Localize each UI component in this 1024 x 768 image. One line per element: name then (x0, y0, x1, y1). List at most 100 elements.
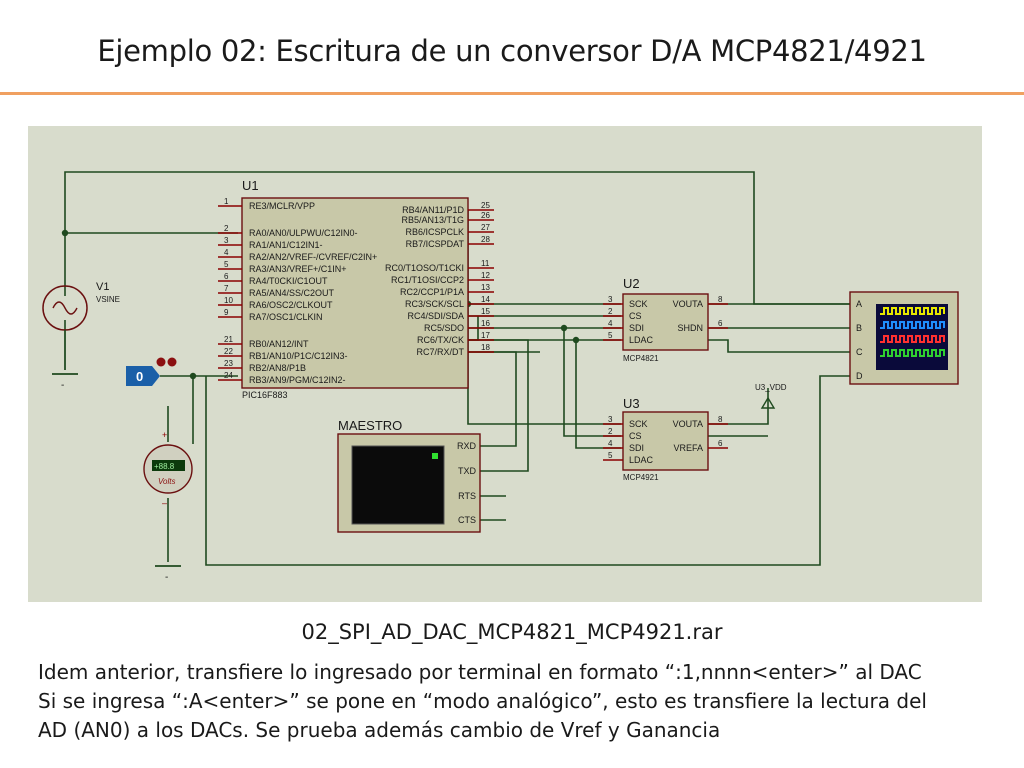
mcu-pin-name: RE3/MCLR/VPP (249, 201, 315, 211)
terminal-pin-name: RXD (457, 441, 477, 451)
mcu-pin-number: 1 (224, 197, 229, 206)
mcu-pin-name: RB3/AN9/PGM/C12IN2- (249, 375, 346, 385)
dac-pin-name: CS (629, 311, 642, 321)
dac-pin-number: 4 (608, 319, 613, 328)
dac-pin-number: 3 (608, 295, 613, 304)
mcu-pin-number: 9 (224, 308, 229, 317)
mcu-pin-number: 18 (481, 343, 490, 352)
dac-pin-number: 6 (718, 319, 723, 328)
svg-text:+88.8: +88.8 (154, 462, 175, 471)
mcu-pin-name: RB0/AN12/INT (249, 339, 309, 349)
mcu-pin-number: 13 (481, 283, 490, 292)
svg-text:U2: U2 (623, 276, 640, 291)
scope-channel-label: D (856, 371, 863, 381)
mcu-pin-number: 11 (481, 259, 490, 268)
scope-trace (880, 321, 945, 329)
svg-text:MCP4821: MCP4821 (623, 354, 659, 363)
dac-pin-name: SCK (629, 299, 648, 309)
dac-pin-name: CS (629, 431, 642, 441)
svg-text:U3: U3 (623, 396, 640, 411)
description-line: Si se ingresa “:A<enter>” se pone en “mo… (38, 689, 927, 713)
sine-source-v1: V1 VSINE - (42, 281, 120, 391)
svg-text:VSINE: VSINE (96, 295, 120, 304)
svg-text:Volts: Volts (158, 477, 176, 486)
mcu-pin-name: RA2/AN2/VREF-/CVREF/C2IN+ (249, 252, 377, 262)
mcu-pin-number: 12 (481, 271, 490, 280)
logic-state-probe[interactable]: 0 (126, 357, 177, 387)
mcu-pin-name: RB7/ICSPDAT (406, 239, 465, 249)
mcu-pin-number: 27 (481, 223, 490, 232)
scope-trace (880, 349, 945, 357)
mcu-pin-number: 23 (224, 359, 233, 368)
mcu-pin-number: 7 (224, 284, 229, 293)
svg-text:–: – (162, 498, 167, 508)
scope-trace (880, 307, 945, 315)
mcu-pin-name: RB4/AN11/P1D (402, 205, 464, 215)
dac-pin-number: 5 (608, 331, 613, 340)
dac-pin-name: VREFA (673, 443, 703, 453)
mcu-pin-number: 10 (224, 296, 233, 305)
terminal-pin-name: TXD (458, 466, 477, 476)
vdd-power-terminal: U3_VDD (755, 383, 787, 409)
mcu-pin-name: RA6/OSC2/CLKOUT (249, 300, 333, 310)
scope-channel-label: A (856, 299, 862, 309)
description-line: AD (AN0) a los DACs. Se prueba además ca… (38, 718, 721, 742)
svg-text:+: + (162, 430, 167, 440)
description-line: Idem anterior, transfiere lo ingresado p… (38, 660, 922, 684)
mcu-pin-name: RA5/AN4/SS/C2OUT (249, 288, 335, 298)
mcu-pin-number: 26 (481, 211, 490, 220)
mcu-pin-number: 25 (481, 201, 490, 210)
mcu-pin-number: 17 (481, 331, 490, 340)
mcu-pin-number: 6 (224, 272, 229, 281)
mcu-pin-name: RC1/T1OSI/CCP2 (391, 275, 464, 285)
svg-text:MCP4921: MCP4921 (623, 473, 659, 482)
mcu-pin-number: 3 (224, 236, 229, 245)
svg-text:MAESTRO: MAESTRO (338, 418, 402, 433)
svg-text:V1: V1 (96, 281, 109, 293)
dac-pin-number: 3 (608, 415, 613, 424)
mcu-pin-name: RB2/AN8/P1B (249, 363, 306, 373)
mcu-pin-name: RB1/AN10/P1C/C12IN3- (249, 351, 348, 361)
project-filename: 02_SPI_AD_DAC_MCP4821_MCP4921.rar (301, 620, 723, 644)
mcu-pin-number: 14 (481, 295, 490, 304)
mcu-pin-number: 21 (224, 335, 233, 344)
mcu-pin-name: RC6/TX/CK (417, 335, 464, 345)
mcu-pin-name: RA3/AN3/VREF+/C1IN+ (249, 264, 347, 274)
svg-text:-: - (165, 572, 168, 583)
terminal-pin-name: CTS (458, 515, 476, 525)
mcu-pin-number: 16 (481, 319, 490, 328)
mcu-pin-number: 2 (224, 224, 229, 233)
dac-pin-name: SDI (629, 323, 644, 333)
dac-pin-number: 2 (608, 307, 613, 316)
mcu-pin-number: 28 (481, 235, 490, 244)
dac-pin-number: 4 (608, 439, 613, 448)
mcu-pin-name: RB6/ICSPCLK (405, 227, 464, 237)
dac-pin-name: LDAC (629, 335, 654, 345)
mcu-pin-name: RA0/AN0/ULPWU/C12IN0- (249, 228, 358, 238)
voltmeter: + +88.8 Volts – - (143, 430, 193, 583)
dac-pin-number: 2 (608, 427, 613, 436)
mcu-pin-number: 4 (224, 248, 229, 257)
dac-pin-number: 8 (718, 295, 723, 304)
svg-text:-: - (61, 380, 64, 391)
mcu-pin-name: RC2/CCP1/P1A (400, 287, 464, 297)
svg-text:U3_VDD: U3_VDD (755, 383, 787, 392)
dac-pin-name: VOUTA (673, 299, 703, 309)
dac-pin-number: 8 (718, 415, 723, 424)
mcu-pin-name: RC7/RX/DT (416, 347, 464, 357)
scope-channel-label: B (856, 323, 862, 333)
dac-pin-name: SCK (629, 419, 648, 429)
mcu-pin-name: RA1/AN1/C12IN1- (249, 240, 323, 250)
mcu-pin-number: 24 (224, 371, 233, 380)
scope-trace (880, 335, 945, 343)
dac-pin-name: LDAC (629, 455, 654, 465)
mcu-pin-name: RA7/OSC1/CLKIN (249, 312, 323, 322)
mcu-pin-name: RB5/AN13/T1G (401, 215, 464, 225)
